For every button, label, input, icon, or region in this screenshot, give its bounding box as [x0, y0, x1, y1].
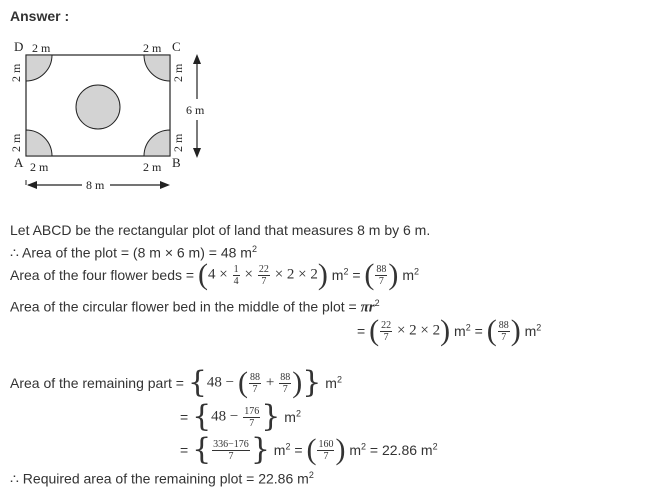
arrow-right-icon: [160, 181, 170, 189]
len-left-top: 2 m: [9, 63, 23, 82]
label-c: C: [172, 39, 181, 54]
label-d: D: [14, 39, 23, 54]
len-bottom-right: 2 m: [143, 160, 162, 174]
width-label: 8 m: [86, 178, 105, 192]
arrow-up-icon: [193, 54, 201, 64]
corner-bed-bottom-left: [25, 129, 53, 157]
answer-heading: Answer :: [10, 8, 70, 24]
solution-line-2: ∴ Area of the plot = (8 m × 6 m) = 48 m2: [10, 244, 257, 261]
plot-figure: D C A B 2 m 2 m 2 m 2 m 2 m 2 m 2 m 2 m …: [9, 39, 205, 192]
len-right-bottom: 2 m: [171, 133, 185, 152]
label-b: B: [172, 155, 181, 170]
len-top-left: 2 m: [32, 41, 51, 55]
len-bottom-left: 2 m: [30, 160, 49, 174]
len-right-top: 2 m: [171, 63, 185, 82]
center-bed: [75, 84, 121, 130]
plot-rectangle: [25, 54, 171, 157]
corner-bed-top-left: [25, 54, 53, 82]
corner-bed-top-right: [143, 54, 171, 82]
arrow-left-icon: [27, 181, 37, 189]
height-label: 6 m: [186, 103, 205, 117]
arrow-down-icon: [193, 148, 201, 158]
solution-line-1: Let ABCD be the rectangular plot of land…: [10, 222, 431, 238]
len-top-right: 2 m: [143, 41, 162, 55]
corner-bed-bottom-right: [143, 129, 171, 157]
solution-line-9: ∴ Required area of the remaining plot = …: [10, 470, 314, 487]
len-left-bottom: 2 m: [9, 133, 23, 152]
label-a: A: [14, 155, 24, 170]
solution-line-4: Area of the circular flower bed in the m…: [10, 298, 380, 316]
